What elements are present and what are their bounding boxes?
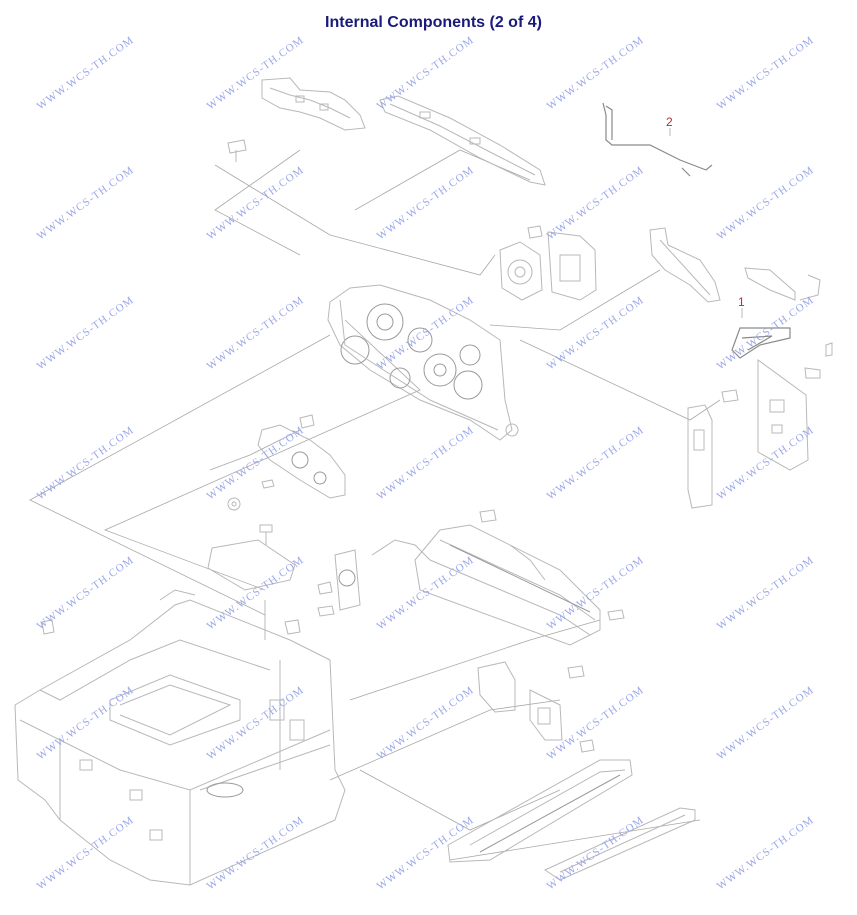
right-side-plate — [687, 342, 833, 509]
upper-center-rail — [379, 95, 546, 186]
motor-assembly — [499, 225, 597, 301]
watermark-text: WWW.WCS-TH.COM — [545, 294, 647, 372]
watermark-text: WWW.WCS-TH.COM — [205, 684, 307, 762]
watermark-text: WWW.WCS-TH.COM — [715, 164, 817, 242]
watermark-text: WWW.WCS-TH.COM — [35, 554, 137, 632]
small-plate — [207, 524, 301, 635]
watermark-text: WWW.WCS-TH.COM — [375, 164, 477, 242]
watermark-text: WWW.WCS-TH.COM — [375, 814, 477, 892]
watermark-text: WWW.WCS-TH.COM — [35, 294, 137, 372]
watermark-text: WWW.WCS-TH.COM — [545, 684, 647, 762]
leader-lines — [29, 149, 721, 861]
watermark-text: WWW.WCS-TH.COM — [205, 34, 307, 112]
watermark-text: WWW.WCS-TH.COM — [375, 294, 477, 372]
watermark-text: WWW.WCS-TH.COM — [715, 424, 817, 502]
watermark-text: WWW.WCS-TH.COM — [205, 424, 307, 502]
watermark-text: WWW.WCS-TH.COM — [715, 34, 817, 112]
watermark-text: WWW.WCS-TH.COM — [35, 34, 137, 112]
watermarks: WWW.WCS-TH.COM WWW.WCS-TH.COM WWW.WCS-TH.C… — [35, 34, 817, 892]
diagram-title: Internal Components (2 of 4) — [325, 14, 542, 31]
gear-assembly — [327, 284, 519, 441]
watermark-text: WWW.WCS-TH.COM — [715, 814, 817, 892]
watermark-text: WWW.WCS-TH.COM — [35, 424, 137, 502]
upper-left-bracket — [227, 77, 366, 162]
watermark-text: WWW.WCS-TH.COM — [715, 554, 817, 632]
watermark-text: WWW.WCS-TH.COM — [35, 164, 137, 242]
mid-bracket — [227, 414, 346, 511]
watermark-text: WWW.WCS-TH.COM — [375, 684, 477, 762]
watermark-text: WWW.WCS-TH.COM — [545, 34, 647, 112]
watermark-text: WWW.WCS-TH.COM — [545, 554, 647, 632]
watermark-text: WWW.WCS-TH.COM — [375, 554, 477, 632]
watermark-text: WWW.WCS-TH.COM — [375, 424, 477, 502]
watermark-text: WWW.WCS-TH.COM — [35, 684, 137, 762]
callouts: 2 1 — [666, 115, 745, 309]
callout-2: 2 — [666, 115, 673, 129]
watermark-text: WWW.WCS-TH.COM — [715, 684, 817, 762]
lower-right-bracket — [477, 661, 595, 753]
callout-1: 1 — [738, 295, 745, 309]
watermark-text: WWW.WCS-TH.COM — [35, 814, 137, 892]
watermark-text: WWW.WCS-TH.COM — [205, 164, 307, 242]
lower-center-rail — [447, 759, 696, 881]
watermark-text: WWW.WCS-TH.COM — [545, 424, 647, 502]
part-2-lever — [602, 102, 713, 177]
watermark-text: WWW.WCS-TH.COM — [205, 814, 307, 892]
upper-right-bracket — [649, 227, 821, 303]
watermark-text: WWW.WCS-TH.COM — [205, 294, 307, 372]
watermark-text: WWW.WCS-TH.COM — [715, 294, 817, 372]
part-1-flat-cable — [731, 308, 791, 359]
main-chassis — [14, 589, 346, 886]
watermark-text: WWW.WCS-TH.COM — [375, 34, 477, 112]
watermark-text: WWW.WCS-TH.COM — [545, 164, 647, 242]
watermark-text: WWW.WCS-TH.COM — [545, 814, 647, 892]
roller-assembly — [317, 509, 625, 646]
